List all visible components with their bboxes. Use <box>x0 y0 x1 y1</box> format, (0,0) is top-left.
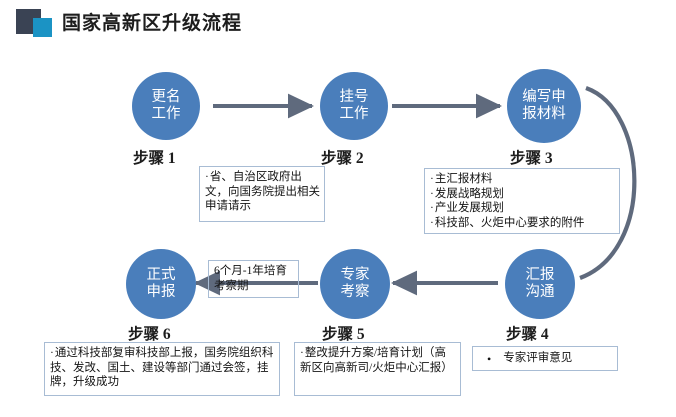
list-item: ·省、自治区政府出文，向国务院提出相关申请请示 <box>205 171 320 213</box>
caption-step5: 步骤 5 <box>322 326 365 343</box>
list-item: ·产业发展规划 <box>430 202 504 215</box>
node-step3-label: 编写申报材料 <box>522 88 566 122</box>
node-step5-label: 专家考察 <box>340 266 370 300</box>
node-step5[interactable]: 专家考察 <box>320 249 390 319</box>
note-step1-list: ·省、自治区政府出文，向国务院提出相关申请请示 <box>205 170 320 214</box>
list-item: ·通过科技部复审科技部上报，国务院组织科技、发改、国土、建设等部门通过会签，挂牌… <box>50 347 274 389</box>
node-step1[interactable]: 更名工作 <box>132 72 200 140</box>
node-step3[interactable]: 编写申报材料 <box>507 69 581 143</box>
note-step5: ·整改提升方案/培育计划（高新区向高新司/火炬中心汇报） <box>294 342 461 396</box>
edge-label-line1: 6个月-1年培育 <box>214 265 287 277</box>
note-step6: ·通过科技部复审科技部上报，国务院组织科技、发改、国土、建设等部门通过会签，挂牌… <box>44 342 280 396</box>
caption-step3: 步骤 3 <box>510 150 553 167</box>
node-step2-label: 挂号工作 <box>339 88 369 122</box>
node-step1-label: 更名工作 <box>151 88 181 122</box>
note-step1: ·省、自治区政府出文，向国务院提出相关申请请示 <box>199 166 325 222</box>
caption-step1: 步骤 1 <box>133 150 176 167</box>
node-step4[interactable]: 汇报沟通 <box>505 249 575 319</box>
header: 国家高新区升级流程 <box>0 0 676 48</box>
bullet-dot-icon: • <box>487 351 492 366</box>
node-step6-label: 正式申报 <box>146 266 176 300</box>
node-step2[interactable]: 挂号工作 <box>320 72 388 140</box>
caption-step6: 步骤 6 <box>128 326 171 343</box>
edge-label-line2: 考察期 <box>214 279 249 292</box>
note-step3: ·主汇报材料 ·发展战略规划 ·产业发展规划 ·科技部、火炬中心要求的附件 <box>424 168 620 234</box>
note-step5-list: ·整改提升方案/培育计划（高新区向高新司/火炬中心汇报） <box>300 346 456 375</box>
caption-step4: 步骤 4 <box>506 326 549 343</box>
list-item: ·科技部、火炬中心要求的附件 <box>430 217 585 230</box>
note-step4: • 专家评审意见 <box>472 346 618 371</box>
edge-label-incubation: 6个月-1年培育 考察期 <box>208 260 299 298</box>
node-step4-label: 汇报沟通 <box>525 266 555 300</box>
note-step3-list: ·主汇报材料 ·发展战略规划 ·产业发展规划 ·科技部、火炬中心要求的附件 <box>430 172 615 231</box>
list-item: ·发展战略规划 <box>430 187 504 200</box>
list-item: ·整改提升方案/培育计划（高新区向高新司/火炬中心汇报） <box>300 347 453 374</box>
note-step4-text: 专家评审意见 <box>503 352 573 365</box>
note-step6-list: ·通过科技部复审科技部上报，国务院组织科技、发改、国土、建设等部门通过会签，挂牌… <box>50 346 275 390</box>
node-step6[interactable]: 正式申报 <box>126 249 196 319</box>
square-blue-icon <box>33 18 52 37</box>
caption-step2: 步骤 2 <box>321 150 364 167</box>
list-item: ·主汇报材料 <box>430 173 493 185</box>
page-title: 国家高新区升级流程 <box>62 13 243 34</box>
